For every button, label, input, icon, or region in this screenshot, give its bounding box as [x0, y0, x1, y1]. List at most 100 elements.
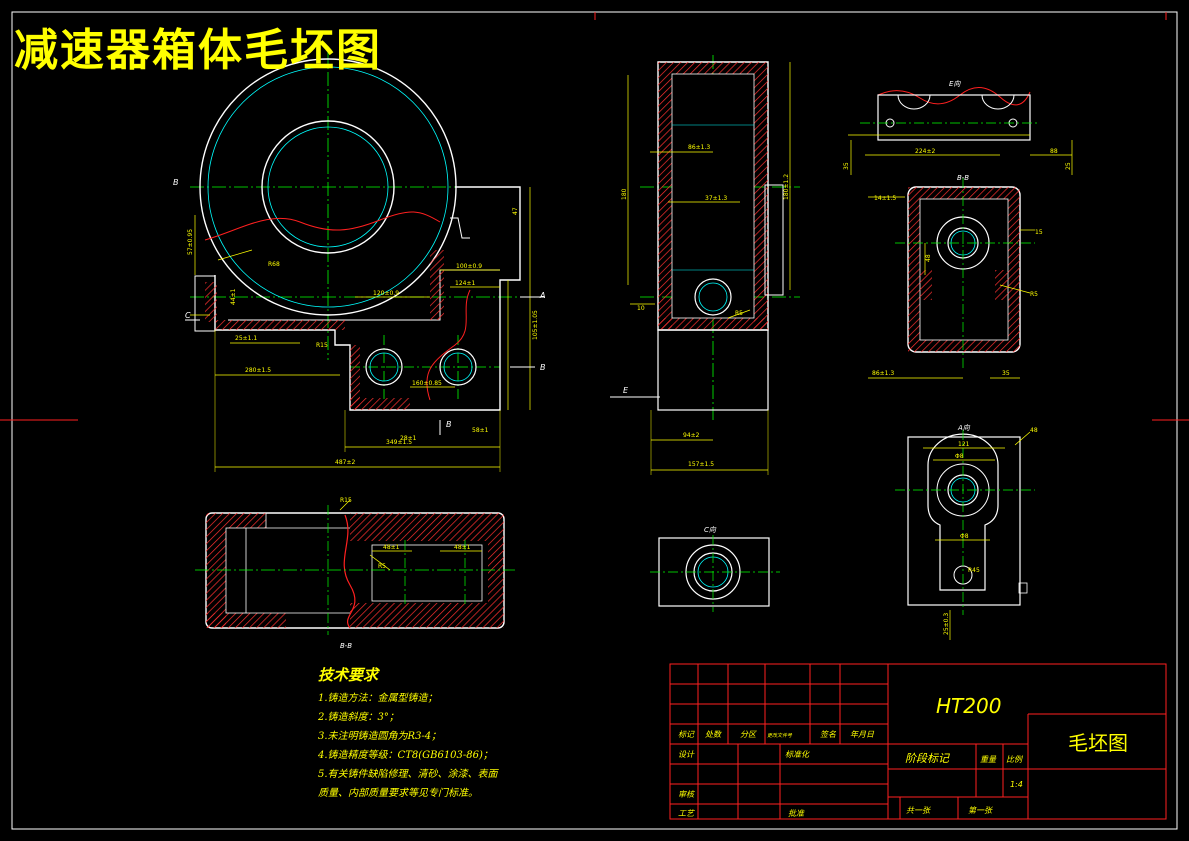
svg-text:120±0.9: 120±0.9 [373, 290, 399, 297]
dim-side-offset: 94±2 [683, 432, 700, 439]
svg-text:R15: R15 [340, 497, 352, 504]
svg-text:35: 35 [843, 162, 850, 170]
label-b-right: B [540, 363, 546, 372]
side-view [610, 55, 800, 475]
svg-text:28±1: 28±1 [400, 435, 417, 442]
svg-text:R68: R68 [268, 261, 280, 268]
tb-mark: 标记 [678, 730, 695, 739]
svg-text:58±1: 58±1 [472, 427, 489, 434]
a-view [895, 430, 1035, 640]
tb-design: 设计 [678, 750, 695, 759]
svg-text:Φ8: Φ8 [960, 533, 969, 540]
bb-section-bottom [195, 499, 515, 635]
tech-req-heading: 技术要求 [318, 666, 379, 684]
tech-req-line-5: 5.有关铸件缺陷修理、清砂、涂漆、表面 [318, 769, 498, 780]
dim-overall-width: 487±2 [335, 459, 355, 466]
page-title: 减速器箱体毛坯图 [14, 25, 382, 76]
dim-bb-width: 86±1.3 [872, 370, 894, 377]
main-view-labels: B A B C B [173, 178, 546, 429]
svg-text:47: 47 [512, 207, 519, 215]
dim-side-width: 157±1.5 [688, 461, 714, 468]
dim-a-width: 121 [958, 441, 970, 448]
svg-text:48±1: 48±1 [383, 544, 400, 551]
technical-requirements: 技术要求 1.铸造方法：金属型铸造； 2.铸造斜度：3°； 3.未注明铸造圆角为… [318, 664, 498, 803]
label-a-right: A [539, 291, 545, 300]
label-view-e: E向 [949, 80, 961, 88]
label-b-left: B [173, 178, 179, 187]
svg-text:37±1.3: 37±1.3 [705, 195, 727, 202]
svg-text:R15: R15 [316, 342, 328, 349]
svg-text:88: 88 [1050, 148, 1058, 155]
svg-text:25±1.1: 25±1.1 [235, 335, 257, 342]
svg-text:48±1: 48±1 [454, 544, 471, 551]
tech-req-line-1: 1.铸造方法：金属型铸造； [318, 693, 438, 704]
tb-review: 审核 [678, 790, 696, 799]
svg-text:R5: R5 [735, 310, 743, 317]
tb-weight: 重量 [980, 755, 997, 764]
svg-text:180: 180 [621, 188, 628, 200]
svg-text:86±1.3: 86±1.3 [688, 144, 710, 151]
tb-scale-label: 比例 [1006, 755, 1024, 764]
dim-r-fillet: R5 [378, 563, 386, 570]
main-view [185, 50, 545, 472]
tb-date: 年月日 [850, 730, 875, 739]
side-view-dimensions: 157±1.5 94±2 86±1.3 37±1.3 R5 10 180 180… [621, 144, 790, 468]
tb-process: 工艺 [678, 809, 695, 818]
svg-text:48: 48 [925, 254, 932, 262]
main-view-dimensions: 487±2 349±1.5 280±1.5 120±0.9 100±0.9 12… [187, 207, 539, 466]
svg-text:25: 25 [1065, 162, 1072, 170]
e-view [848, 87, 1073, 175]
e-view-dimensions: 224±2 88 35 25 [843, 148, 1072, 170]
title-block-text: 标记 处数 分区 更改文件号 签名 年月日 设计 标准化 审核 工艺 批准 阶段… [678, 694, 1128, 818]
tech-req-line-2: 2.铸造斜度：3°； [318, 712, 399, 723]
label-c-left: C [185, 311, 191, 320]
tb-zone: 分区 [740, 730, 757, 739]
svg-text:14±1.5: 14±1.5 [874, 195, 896, 202]
svg-text:124±1: 124±1 [455, 280, 475, 287]
bb-section-right [868, 178, 1035, 379]
tb-count: 处数 [705, 730, 722, 739]
bb-right-dimensions: 86±1.3 14±1.5 35 R5 15 48 [872, 195, 1043, 377]
tech-req-line-6: 质量、内部质量要求等见专门标准。 [318, 788, 478, 799]
tb-sign: 签名 [820, 730, 837, 739]
label-view-c: C向 [704, 526, 717, 534]
svg-text:105±1.05: 105±1.05 [532, 310, 539, 340]
tb-standardize: 标准化 [785, 750, 810, 759]
tb-approve: 批准 [788, 809, 805, 818]
tech-req-line-3: 3.未注明铸造圆角为R3-4； [318, 731, 442, 742]
svg-text:25±0.3: 25±0.3 [943, 613, 950, 635]
dim-e-width: 224±2 [915, 148, 935, 155]
svg-text:48: 48 [1030, 427, 1038, 434]
svg-text:160±0.85: 160±0.85 [412, 380, 442, 387]
svg-text:35: 35 [1002, 370, 1010, 377]
tb-drawing-name: 毛坯图 [1068, 731, 1128, 755]
c-view [650, 535, 780, 612]
tb-sheet-no: 第一张 [968, 806, 993, 815]
svg-text:10: 10 [637, 305, 645, 312]
svg-text:15: 15 [1035, 229, 1043, 236]
tb-scale-value: 1:4 [1010, 780, 1023, 789]
svg-text:180±1.2: 180±1.2 [783, 174, 790, 200]
a-view-dimensions: 121 Φ8 Φ8 R45 48 25±0.3 [943, 427, 1038, 635]
tb-sheets-total: 共一张 [906, 806, 931, 815]
dim-a-circle: Φ8 [955, 453, 964, 460]
label-b-bottom: B [446, 420, 452, 429]
tb-stage-mark: 阶段标记 [905, 752, 950, 765]
svg-text:R45: R45 [968, 567, 980, 574]
label-view-a: A向 [957, 424, 971, 432]
svg-text:100±0.9: 100±0.9 [456, 263, 482, 270]
svg-text:57±0.95: 57±0.95 [187, 229, 194, 255]
label-bb-right: B-B [957, 174, 969, 182]
label-e: E [623, 386, 629, 395]
tb-change-doc: 更改文件号 [767, 732, 793, 739]
svg-text:R5: R5 [1030, 291, 1038, 298]
bb-bottom-dimensions: 48±1 48±1 R5 R15 [340, 497, 471, 570]
svg-text:44±1: 44±1 [230, 288, 237, 305]
title-block [669, 663, 1167, 820]
tb-material: HT200 [936, 694, 1001, 718]
svg-text:280±1.5: 280±1.5 [245, 367, 271, 374]
label-bb-bottom: B-B [340, 642, 352, 650]
tech-req-line-4: 4.铸造精度等级：CT8(GB6103-86)； [318, 750, 493, 761]
drawing-frame [0, 11, 1189, 830]
